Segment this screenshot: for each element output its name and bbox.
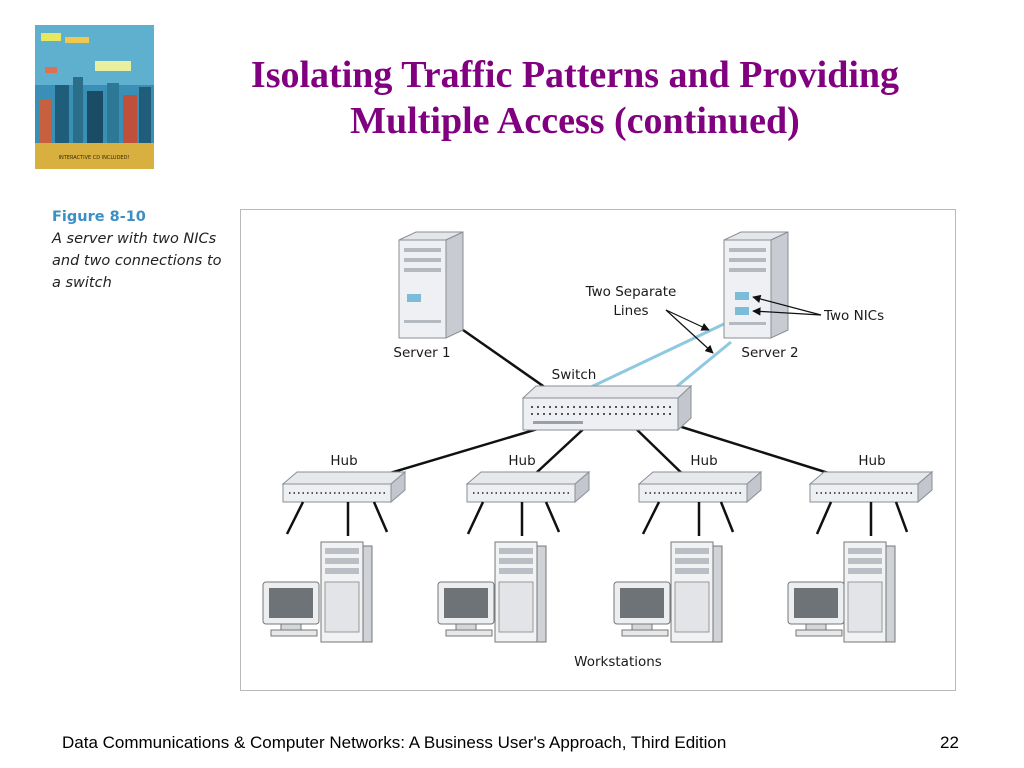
figure-caption: Figure 8-10 A server with two NICs and t… (52, 206, 232, 294)
network-diagram: Server 1 Server 2 Two Separate Lines Two… (240, 209, 956, 691)
hub-4-label: Hub (858, 453, 885, 469)
hub-2-label: Hub (508, 453, 535, 469)
workstation-1 (262, 541, 373, 643)
hub-1-drop-cable (372, 501, 389, 533)
two-nics-arrow-2 (752, 307, 822, 316)
page-number: 22 (940, 733, 959, 752)
two-nics-label: Two NICs (823, 308, 884, 324)
two-nics-arrow-1 (752, 294, 822, 316)
server-1 (398, 231, 464, 339)
slide-title: Isolating Traffic Patterns and Providing… (160, 52, 990, 144)
hub-1-drop-cable (285, 501, 305, 535)
workstations-label: Workstations (574, 654, 662, 670)
server-2 (723, 231, 789, 339)
hub-3 (637, 470, 763, 504)
slide-title-line-1: Isolating Traffic Patterns and Providing (250, 54, 900, 96)
hub-4 (808, 470, 934, 504)
figure-label: Figure 8-10 (52, 209, 146, 225)
two-lines-label-2: Lines (613, 303, 648, 319)
hub-2-drop-cable (466, 501, 485, 535)
two-lines-arrow-1 (665, 309, 710, 331)
switch (521, 384, 693, 432)
workstation-3 (613, 541, 723, 643)
figure-description: A server with two NICs and two connectio… (52, 231, 222, 291)
nic-1 (735, 292, 749, 300)
two-lines-arrow-2 (665, 309, 714, 354)
server-2-label: Server 2 (741, 345, 798, 361)
nic-2 (735, 307, 749, 315)
hub-1 (281, 470, 407, 504)
two-lines-label-1: Two Separate (585, 284, 677, 300)
workstation-4 (787, 541, 896, 643)
hub-4-drop-cable (815, 501, 833, 535)
slide-title-line-2: Multiple Access (continued) (350, 100, 800, 142)
hub-3-label: Hub (690, 453, 717, 469)
switch-label: Switch (552, 367, 597, 383)
hub-2 (465, 470, 591, 504)
workstation-2 (437, 541, 547, 643)
slide-footer: Data Communications & Computer Networks:… (62, 733, 727, 752)
hub-3-drop-cable (641, 501, 661, 535)
cover-banner-text: INTERACTIVE CD INCLUDED! (59, 155, 130, 161)
hub-4-drop-cable (894, 501, 909, 533)
hub-1-label: Hub (330, 453, 357, 469)
hub-3-drop-cable (719, 501, 735, 533)
server-1-label: Server 1 (393, 345, 450, 361)
book-cover-image: INTERACTIVE CD INCLUDED! (35, 25, 154, 169)
hub-2-drop-cable (544, 501, 561, 533)
